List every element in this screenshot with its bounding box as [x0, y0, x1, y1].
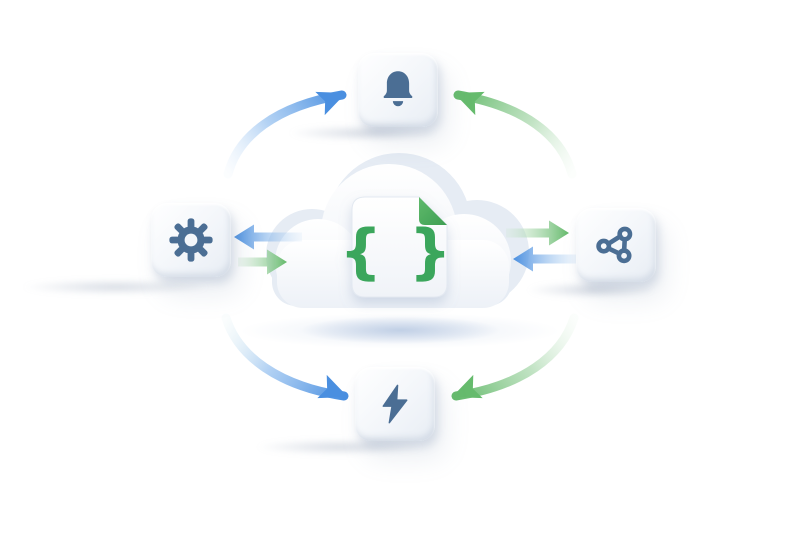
share-network-icon	[596, 226, 633, 264]
arrowhead-to-bottom-right	[452, 374, 483, 399]
bell-icon	[383, 71, 413, 107]
notifications-tile	[288, 53, 438, 141]
arc-left-to-bottom	[221, 313, 349, 401]
gear-teeth	[169, 218, 213, 262]
exchange-arrows	[234, 220, 578, 275]
curly-braces-glyph: { }	[339, 217, 454, 287]
arrow-cloud-to-gear	[234, 224, 302, 250]
arrow-cloud-to-share	[506, 220, 569, 246]
arc-left-to-top	[223, 90, 347, 179]
settings-tile	[21, 203, 231, 295]
events-tile	[255, 367, 435, 455]
code-document-icon: { }	[339, 196, 454, 298]
arrow-share-to-cloud	[513, 246, 578, 272]
lightning-bolt-icon	[382, 384, 408, 424]
cloud-ground-shadow-core	[300, 316, 500, 344]
arrowhead-to-bottom-left	[317, 374, 348, 399]
flow-arc-arrowheads	[315, 91, 485, 399]
flow-arcs	[221, 90, 579, 401]
cloud-graphic: { }	[240, 153, 560, 349]
arc-right-to-bottom	[451, 313, 579, 401]
document-fold-corner	[419, 197, 447, 225]
arrow-gear-to-cloud	[238, 249, 287, 275]
arc-right-to-top	[453, 90, 577, 179]
arrowhead-to-top-right	[454, 91, 485, 116]
gear-icon	[169, 218, 213, 262]
share-tile	[526, 208, 656, 298]
arrowhead-to-top-left	[315, 91, 346, 116]
